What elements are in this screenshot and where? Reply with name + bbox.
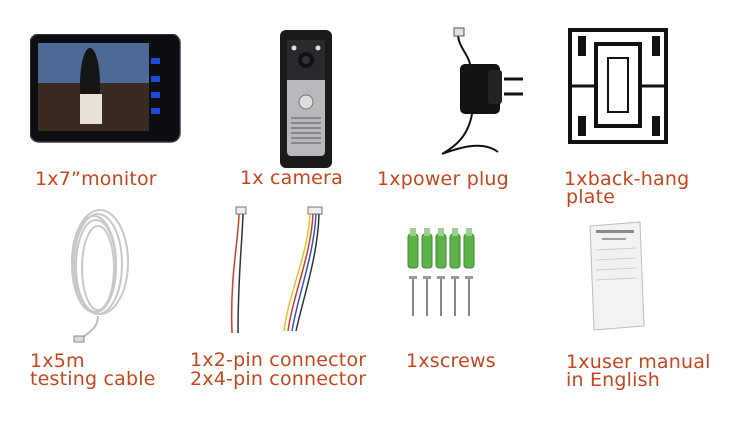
back-hang-plate-image [568, 28, 668, 144]
testing-cable-image [71, 209, 129, 343]
monitor-image [30, 34, 181, 143]
power-plug-caption: 1xpower plug [377, 168, 509, 190]
camera-caption: 1x camera [240, 167, 343, 189]
user-manual-caption-line1: 1xuser manual [566, 351, 711, 373]
camera-image [280, 30, 332, 168]
power-plug-image [441, 27, 523, 155]
connectors-caption-line1: 1x2-pin connector [190, 349, 367, 371]
screws-image [407, 228, 475, 316]
user-manual-caption-line2: in English [566, 369, 660, 391]
screws-caption: 1xscrews [406, 350, 496, 372]
connectors-image [230, 206, 323, 334]
connectors-caption-line2: 2x4-pin connector [190, 368, 367, 390]
testing-cable-caption-line1: 1x5m [30, 350, 85, 372]
back-hang-plate-caption-line1: 1xback-hang [564, 168, 690, 190]
testing-cable-caption-line2: testing cable [30, 368, 156, 390]
back-hang-plate-caption-line2: plate [566, 186, 616, 208]
user-manual-image [589, 221, 645, 331]
monitor-caption: 1x7”monitor [35, 168, 157, 190]
